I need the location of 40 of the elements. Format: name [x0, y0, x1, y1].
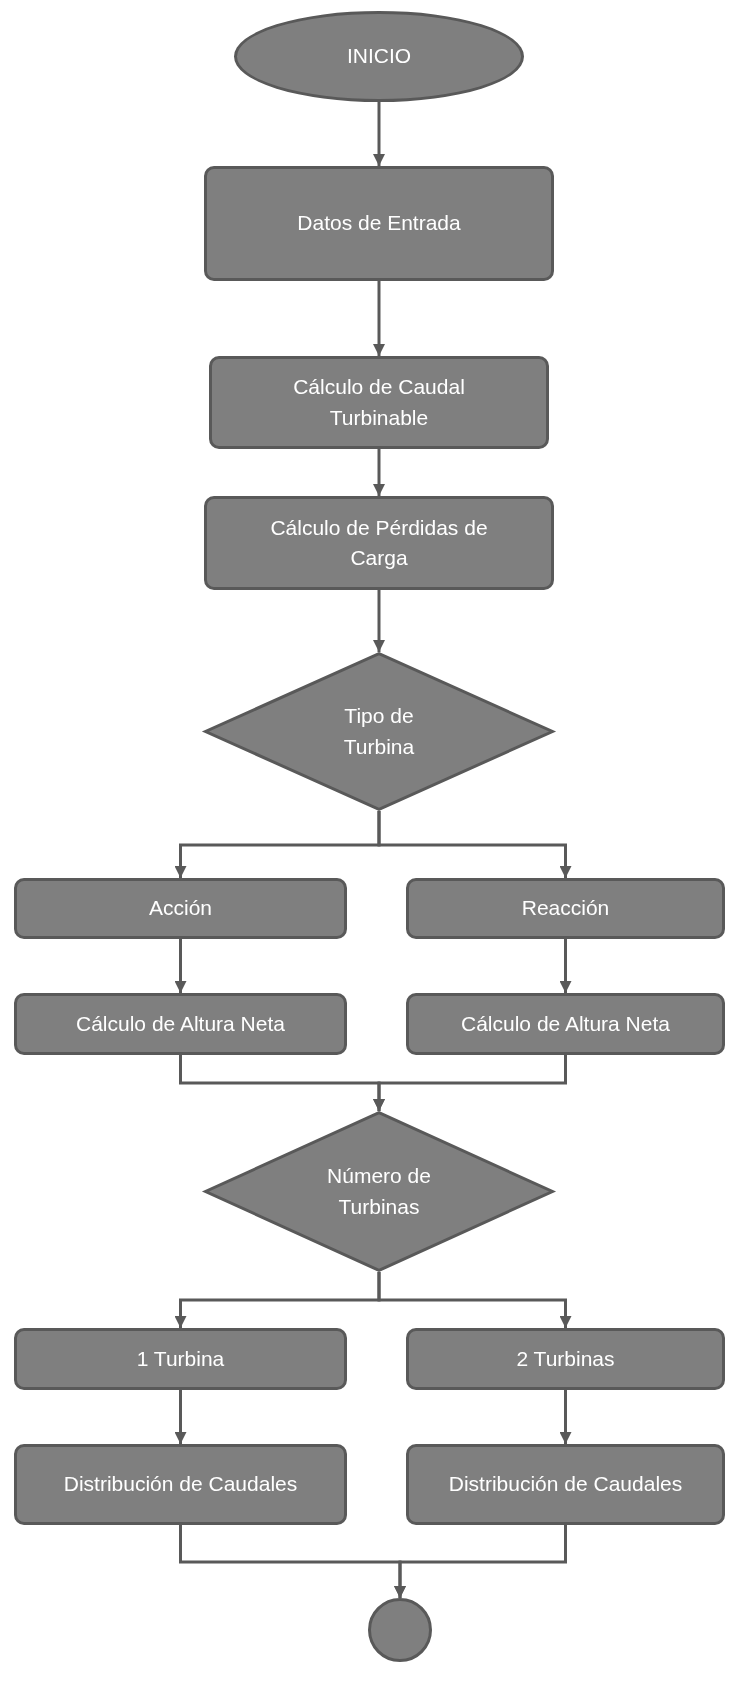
connector-arrow	[377, 811, 572, 878]
node-label: Datos de Entrada	[297, 210, 461, 237]
node-label: Reacción	[521, 895, 610, 922]
connector-arrow	[559, 1390, 572, 1444]
connector-arrow	[373, 102, 385, 166]
process-box	[204, 166, 554, 281]
decision-diamond	[202, 652, 556, 811]
process-box	[406, 1444, 725, 1525]
connector-arrow	[377, 1272, 572, 1328]
process-box	[14, 993, 347, 1055]
node-label: Número de Turbinas	[326, 1163, 432, 1220]
process-box	[14, 878, 347, 939]
node-label: 1 Turbina	[136, 1345, 225, 1372]
node-label: Distribución de Caudales	[448, 1471, 683, 1498]
node-label: Cálculo de Altura Neta	[76, 1010, 285, 1037]
connector-arrow	[559, 939, 572, 993]
process-box	[406, 878, 725, 939]
connector-arrow	[373, 1055, 567, 1111]
node-label: Tipo de Turbina	[342, 703, 416, 760]
connector-arrow	[174, 939, 187, 993]
connector-arrow	[394, 1525, 567, 1598]
decision-diamond	[202, 1111, 556, 1272]
node-label: INICIO	[346, 43, 412, 70]
process-box	[209, 356, 549, 449]
process-box	[14, 1328, 347, 1390]
process-box	[204, 496, 554, 590]
connector-arrow	[373, 281, 385, 356]
connector-arrow	[373, 590, 385, 652]
process-box	[406, 1328, 725, 1390]
node-label: 2 Turbinas	[516, 1345, 615, 1372]
connector-arrow	[373, 449, 385, 496]
process-box	[406, 993, 725, 1055]
node-label: Cálculo de Pérdidas de Carga	[269, 514, 489, 571]
node-label: Cálculo de Caudal Turbinable	[292, 374, 466, 431]
node-label: Cálculo de Altura Neta	[461, 1010, 670, 1037]
connector-arrow	[174, 1390, 187, 1444]
process-box	[14, 1444, 347, 1525]
node-label: Distribución de Caudales	[63, 1471, 298, 1498]
end-circle	[368, 1598, 432, 1662]
node-label: Acción	[149, 895, 212, 922]
